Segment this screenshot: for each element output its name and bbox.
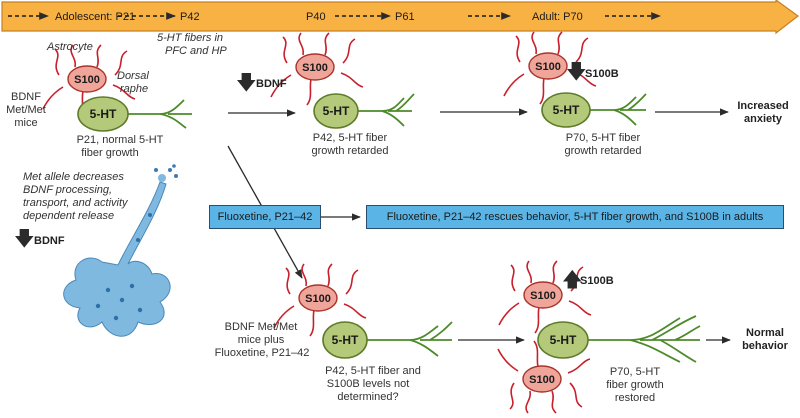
s100b-up-label: S100B (580, 275, 614, 287)
timeline-p40: P40 (306, 11, 326, 23)
s100b-up-arrow: 🡅 (562, 269, 583, 291)
timeline-p61: P61 (395, 11, 415, 23)
fiber-p70 (585, 93, 647, 126)
neuron-bdnf-label: BDNF (34, 235, 65, 247)
p70-caption-2: growth retarded (564, 145, 642, 157)
s100-label-treated-p70-bottom: S100 (529, 374, 555, 386)
s100-label-p21: S100 (74, 74, 100, 86)
mice-label-2: Met/Met (6, 104, 46, 116)
s100-label-p42: S100 (302, 62, 328, 74)
neuron-bdnf-down-arrow: 🡇 (14, 228, 35, 250)
ht-node-p70 (541, 92, 591, 128)
met-allele-4: dependent release (23, 210, 115, 222)
fibers-label-1: 5-HT fibers in (157, 32, 224, 44)
raphe-label: raphe (120, 83, 149, 95)
timeline-arrow (1, 0, 800, 35)
ht-label-p70: 5-HT (553, 103, 580, 117)
s100-label-treated-p42: S100 (305, 293, 331, 305)
mice-label-1: BDNF (11, 91, 41, 103)
met-allele-2: BDNF processing, (23, 184, 113, 196)
s100-label-treated-p70-top: S100 (530, 290, 556, 302)
treated-p42-caption-1: P42, 5-HT fiber and (325, 365, 421, 377)
increased-anxiety-1: Increased (737, 100, 789, 112)
treated-p70-caption-1: P70, 5-HT (609, 366, 661, 378)
treated-p70-caption-2: fiber growth (606, 379, 664, 391)
bdnf-down-arrow: 🡇 (236, 72, 257, 94)
normal-behavior-2: behavior (742, 340, 788, 352)
p21-caption-2: fiber growth (81, 147, 139, 159)
normal-behavior-1: Normal (746, 327, 784, 339)
treated-p42-caption-3: determined? (337, 391, 399, 403)
ht-node-p42 (313, 93, 359, 129)
fiber-p42 (348, 93, 415, 127)
s100-label-p70: S100 (535, 61, 561, 73)
rescue-box: Fluoxetine, P21–42 rescues behavior, 5-H… (366, 205, 784, 229)
p42-caption-1: P42, 5-HT fiber (312, 132, 388, 144)
timeline-p42: P42 (180, 11, 200, 23)
fiber-treated-p70 (584, 315, 701, 363)
treated-p70-caption-3: restored (614, 392, 656, 404)
treated-mice-1: BDNF Met/Met (224, 321, 298, 333)
met-allele-1: Met allele decreases (23, 171, 124, 183)
treated-mice-2: mice plus (237, 334, 285, 346)
ht-label-p42: 5-HT (323, 104, 350, 118)
neuron-illustration (63, 164, 178, 337)
ht-label-p21: 5-HT (90, 107, 117, 121)
treated-p42-caption-2: S100B levels not (326, 378, 410, 390)
ht-label-treated-p42: 5-HT (332, 333, 359, 347)
p21-caption-1: P21, normal 5-HT (76, 134, 164, 146)
ht-label-treated-p70: 5-HT (550, 333, 577, 347)
fiber-p21 (127, 99, 192, 129)
ht-node-treated-p70 (537, 321, 589, 359)
treated-mice-3: Fluoxetine, P21–42 (214, 347, 310, 359)
fiber-treated-p42 (367, 321, 453, 357)
ht-node-treated-p42 (322, 321, 368, 359)
s100b-down-label: S100B (585, 68, 619, 80)
fibers-label-2: PFC and HP (165, 45, 227, 57)
met-allele-3: transport, and activity (23, 197, 128, 209)
fluoxetine-box: Fluoxetine, P21–42 (209, 205, 321, 229)
p70-caption-1: P70, 5-HT fiber (565, 132, 641, 144)
increased-anxiety-2: anxiety (744, 113, 782, 125)
mice-label-3: mice (14, 117, 38, 129)
timeline-adult: Adult: P70 (532, 11, 583, 23)
timeline-adolescent: Adolescent: P21 (55, 11, 135, 23)
ht-node-p21 (77, 96, 129, 132)
p42-caption-2: growth retarded (311, 145, 389, 157)
bdnf-down-label: BDNF (256, 78, 287, 90)
dorsal-label: Dorsal (117, 70, 149, 82)
astrocyte-label: Astrocyte (47, 41, 93, 53)
s100b-down-arrow: 🡇 (566, 61, 587, 83)
